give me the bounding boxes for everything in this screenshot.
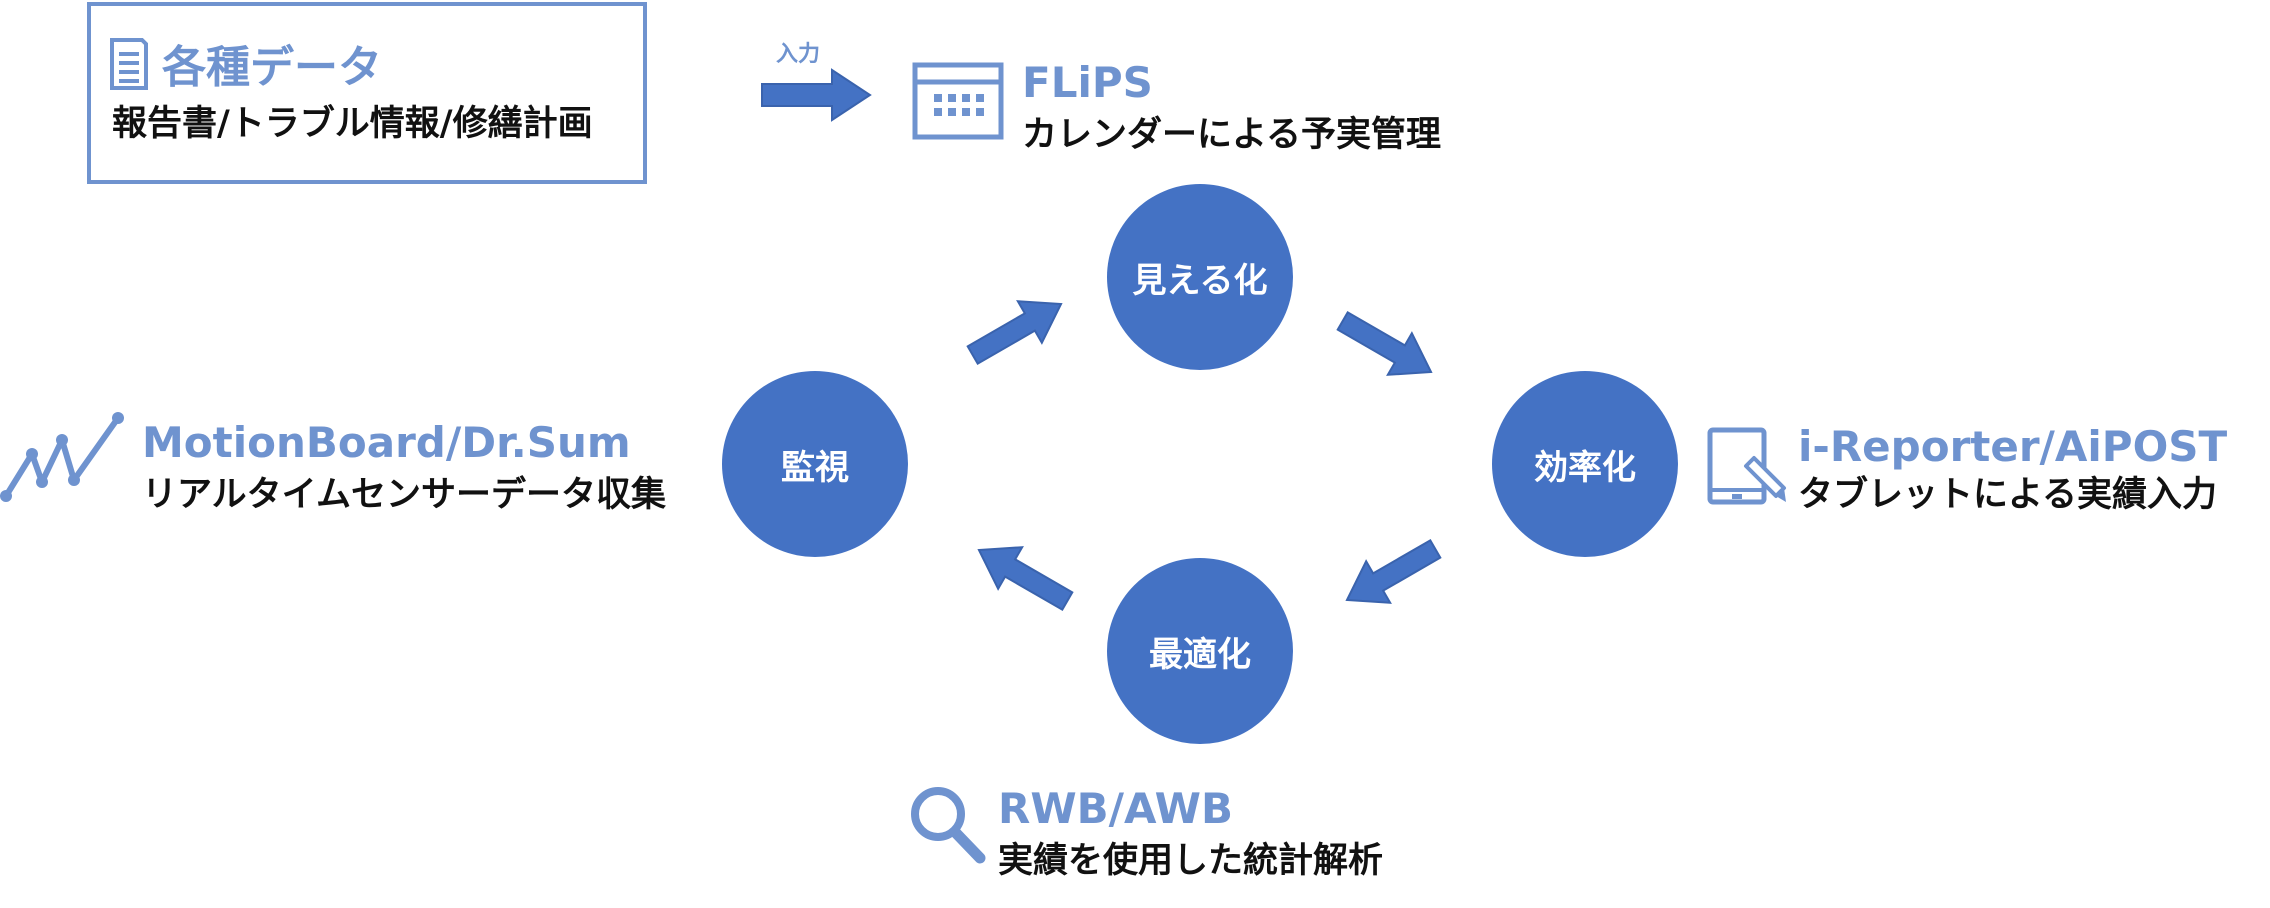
data-box: [87, 2, 647, 184]
cycle-circle-visualize: 見える化: [1107, 184, 1293, 370]
line-chart-icon: [0, 412, 124, 502]
document-icon: [110, 38, 148, 90]
rwb-title: RWB/AWB: [998, 784, 1233, 833]
flips-title: FLiPS: [1022, 58, 1153, 107]
motionboard-title: MotionBoard/Dr.Sum: [142, 418, 631, 467]
data-box-desc: 報告書/トラブル情報/修繕計画: [112, 104, 593, 144]
cycle-arrow-monitor-to-visualize: [966, 300, 1063, 366]
search-icon: [911, 787, 986, 864]
rwb-desc: 実績を使用した統計解析: [998, 841, 1384, 881]
cycle-circle-efficiency: 効率化: [1492, 371, 1678, 557]
data-box-title: 各種データ: [162, 42, 382, 93]
tablet-icon: [1707, 427, 1786, 505]
input-arrow: [761, 68, 872, 122]
cycle-circle-monitor: 監視: [722, 371, 908, 557]
ireporter-desc: タブレットによる実績入力: [1798, 475, 2217, 515]
flips-desc: カレンダーによる予実管理: [1022, 115, 1441, 155]
input-label: 入力: [776, 42, 821, 67]
cycle-circle-optimize: 最適化: [1107, 558, 1293, 744]
cycle-arrow-optimize-to-monitor: [977, 546, 1074, 612]
ireporter-title: i-Reporter/AiPOST: [1798, 422, 2228, 471]
calendar-icon: [912, 62, 1004, 140]
cycle-arrow-efficiency-to-optimize: [1345, 538, 1442, 604]
motionboard-desc: リアルタイムセンサーデータ収集: [142, 475, 666, 515]
cycle-arrow-visualize-to-efficiency: [1336, 310, 1433, 376]
